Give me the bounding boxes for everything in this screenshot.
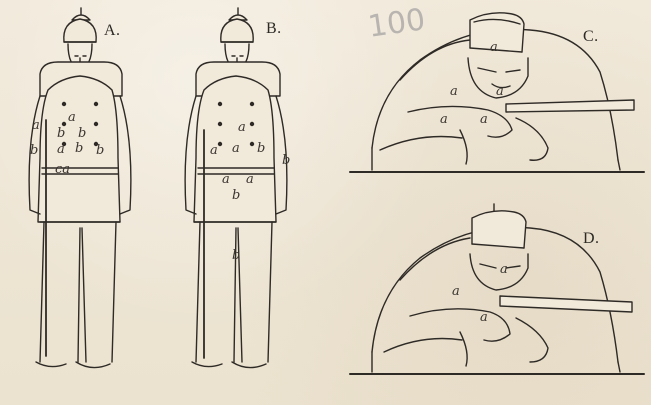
label-d: D. [583, 230, 600, 248]
mark-b-5: b [282, 153, 290, 168]
mark-a-1: a [32, 118, 40, 133]
mark-a-5: b [78, 126, 86, 141]
mark-b-6: a [222, 172, 230, 187]
mark-a-7: b [75, 141, 83, 156]
label-c: C. [583, 28, 599, 46]
figure-a [29, 8, 131, 368]
mark-a-3: b [30, 143, 38, 158]
label-b: B. [266, 20, 282, 38]
mark-c-4: a [440, 112, 448, 127]
mark-d-3: a [480, 310, 488, 325]
mark-a-4: b [57, 126, 65, 141]
mark-b-3: a [232, 141, 240, 156]
mark-b-9: b [232, 248, 240, 263]
mark-b-2: a [210, 143, 218, 158]
mark-a-2: a [68, 110, 76, 125]
mark-a-8: b [96, 143, 104, 158]
mark-b-1: a [238, 120, 246, 135]
mark-b-8: b [232, 188, 240, 203]
mark-c-1: a [490, 40, 498, 55]
mark-c-3: a [496, 84, 504, 99]
mark-d-1: a [500, 262, 508, 277]
mark-d-2: a [452, 284, 460, 299]
mark-b-7: a [246, 172, 254, 187]
mark-a-9: ca [55, 162, 70, 177]
mark-c-2: a [450, 84, 458, 99]
figure-d [350, 204, 644, 374]
label-a: A. [104, 22, 121, 40]
mark-b-4: b [257, 141, 265, 156]
mark-c-5: a [480, 112, 488, 127]
mark-a-6: a [57, 142, 65, 157]
